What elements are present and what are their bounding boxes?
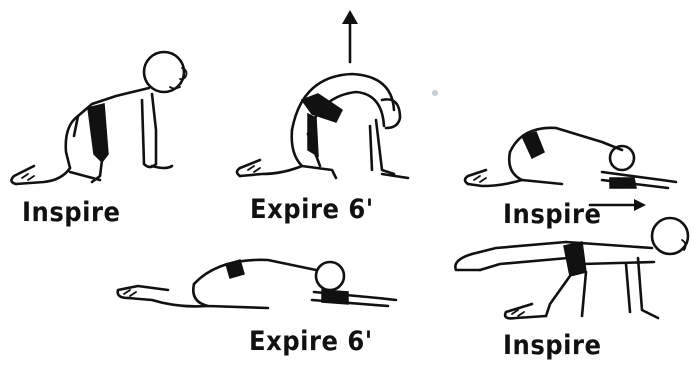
figure-folded-forward <box>462 122 684 196</box>
figure-lying-stretched <box>108 252 404 316</box>
figure-leg-extended <box>446 212 692 330</box>
figure-arched-back <box>232 70 422 190</box>
arrow-up-icon <box>340 10 360 64</box>
caption-step1: Inspire <box>22 199 120 226</box>
caption-step2: Expire 6' <box>250 196 374 223</box>
scan-speck <box>430 88 440 98</box>
arrow-right-icon <box>588 198 648 212</box>
figure-all-fours-head-up <box>4 44 194 194</box>
caption-step5: Inspire <box>503 332 601 359</box>
caption-step4: Expire 6' <box>249 328 373 355</box>
